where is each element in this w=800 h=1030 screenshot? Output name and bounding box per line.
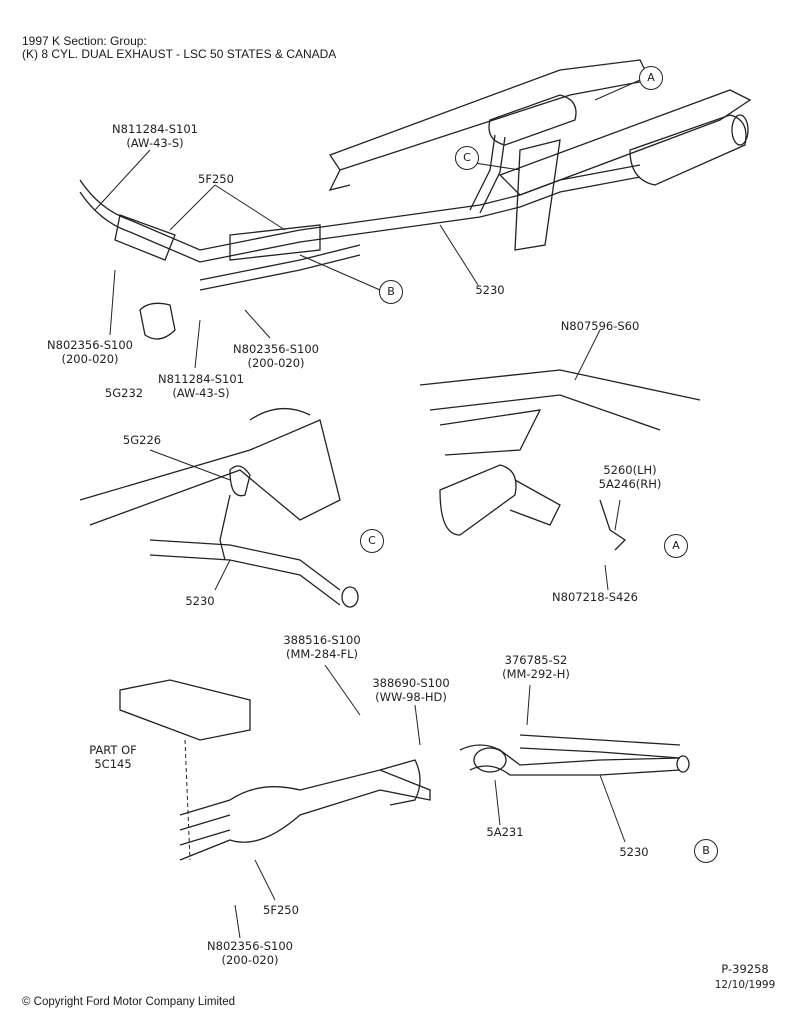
label-5g232: 5G232 (104, 386, 144, 400)
callout-a-detail: A (664, 534, 688, 558)
mufflers (488, 94, 749, 186)
exhaust-pipes-top (79, 134, 641, 340)
label-5f250-b: 5F250 (263, 903, 299, 917)
callout-c-top: C (455, 146, 479, 170)
label-376785: 376785-S2(MM-292-H) (502, 653, 570, 681)
callout-b-top: B (379, 280, 403, 304)
part-number: P-39258 (721, 962, 769, 976)
label-5g226: 5G226 (122, 433, 162, 447)
label-388690: 388690-S100(WW-98-HD) (372, 676, 450, 704)
label-5230-top: 5230 (475, 283, 505, 297)
diagram-date: 12/10/1999 (714, 979, 776, 991)
label-5230-b: 5230 (619, 845, 649, 859)
label-n811284-lower: N811284-S101(AW-43-S) (158, 372, 244, 400)
detail-b-drawing (119, 664, 690, 939)
frame-rails (328, 59, 752, 251)
callout-c-detail: C (360, 529, 384, 553)
callout-b-detail: B (694, 839, 718, 863)
label-n811284-top: N811284-S101(AW-43-S) (112, 122, 198, 150)
section-title: 1997 K Section: Group: (22, 34, 147, 48)
label-5f250-top: 5F250 (198, 172, 234, 186)
label-388516: 388516-S100(MM-284-FL) (283, 633, 361, 661)
label-n802356-left: N802356-S100(200-020) (47, 338, 133, 366)
label-n807596: N807596-S60 (560, 319, 640, 333)
label-n802356-b: N802356-S100(200-020) (207, 939, 293, 967)
leader-lines-top (94, 79, 641, 369)
label-5230-c: 5230 (185, 594, 215, 608)
label-5260-5a246: 5260(LH)5A246(RH) (598, 463, 662, 491)
detail-a-drawing (419, 329, 701, 591)
label-n802356-right: N802356-S100(200-020) (233, 342, 319, 370)
callout-a-top: A (639, 66, 663, 90)
group-title: (K) 8 CYL. DUAL EXHAUST - LSC 50 STATES … (22, 47, 337, 61)
label-5a231: 5A231 (486, 825, 524, 839)
label-n807218: N807218-S426 (552, 590, 638, 604)
copyright: © Copyright Ford Motor Company Limited (22, 996, 235, 1008)
detail-c-drawing (79, 407, 359, 608)
